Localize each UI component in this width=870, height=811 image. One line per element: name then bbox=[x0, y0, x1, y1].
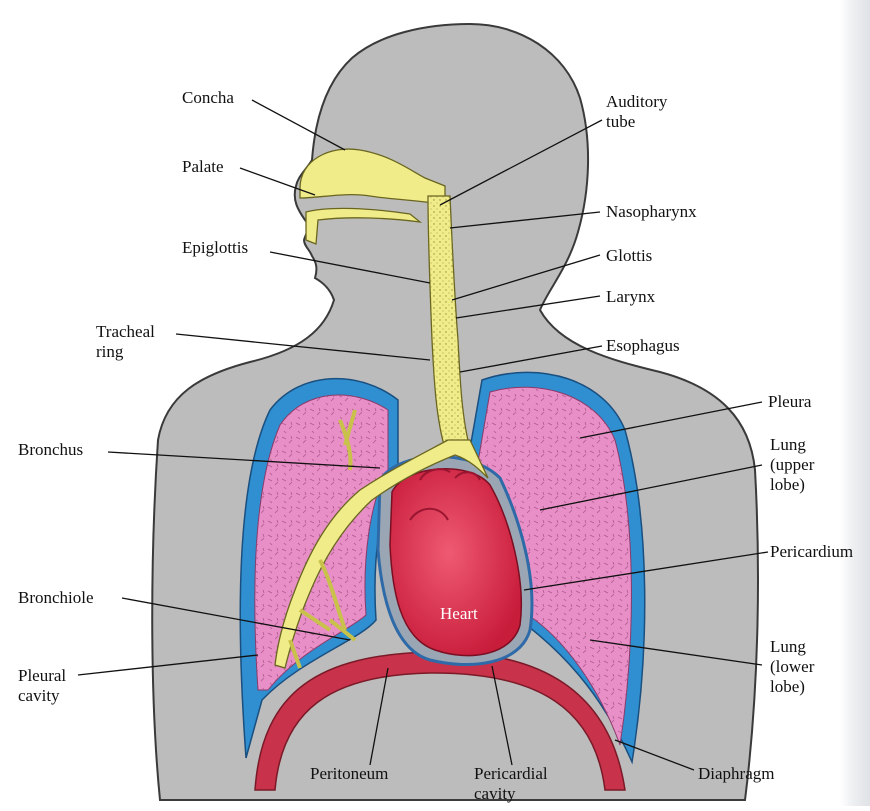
label-concha: Concha bbox=[182, 88, 234, 108]
label-pleural-cavity: Pleural cavity bbox=[18, 666, 66, 706]
label-pericardial-cavity: Pericardial cavity bbox=[474, 764, 548, 804]
label-bronchiole: Bronchiole bbox=[18, 588, 94, 608]
label-palate: Palate bbox=[182, 157, 224, 177]
label-larynx: Larynx bbox=[606, 287, 655, 307]
label-nasopharynx: Nasopharynx bbox=[606, 202, 697, 222]
label-epiglottis: Epiglottis bbox=[182, 238, 248, 258]
label-auditory-tube: Auditory tube bbox=[606, 92, 667, 132]
label-heart: Heart bbox=[440, 604, 478, 624]
page-edge-shadow bbox=[840, 0, 870, 806]
label-pericardium: Pericardium bbox=[770, 542, 853, 562]
label-peritoneum: Peritoneum bbox=[310, 764, 388, 784]
label-tracheal-ring: Tracheal ring bbox=[96, 322, 155, 362]
label-diaphragm: Diaphragm bbox=[698, 764, 774, 784]
label-bronchus: Bronchus bbox=[18, 440, 83, 460]
label-glottis: Glottis bbox=[606, 246, 652, 266]
label-lung-upper: Lung (upper lobe) bbox=[770, 435, 814, 495]
label-esophagus: Esophagus bbox=[606, 336, 680, 356]
label-lung-lower: Lung (lower lobe) bbox=[770, 637, 814, 697]
label-pleura: Pleura bbox=[768, 392, 811, 412]
